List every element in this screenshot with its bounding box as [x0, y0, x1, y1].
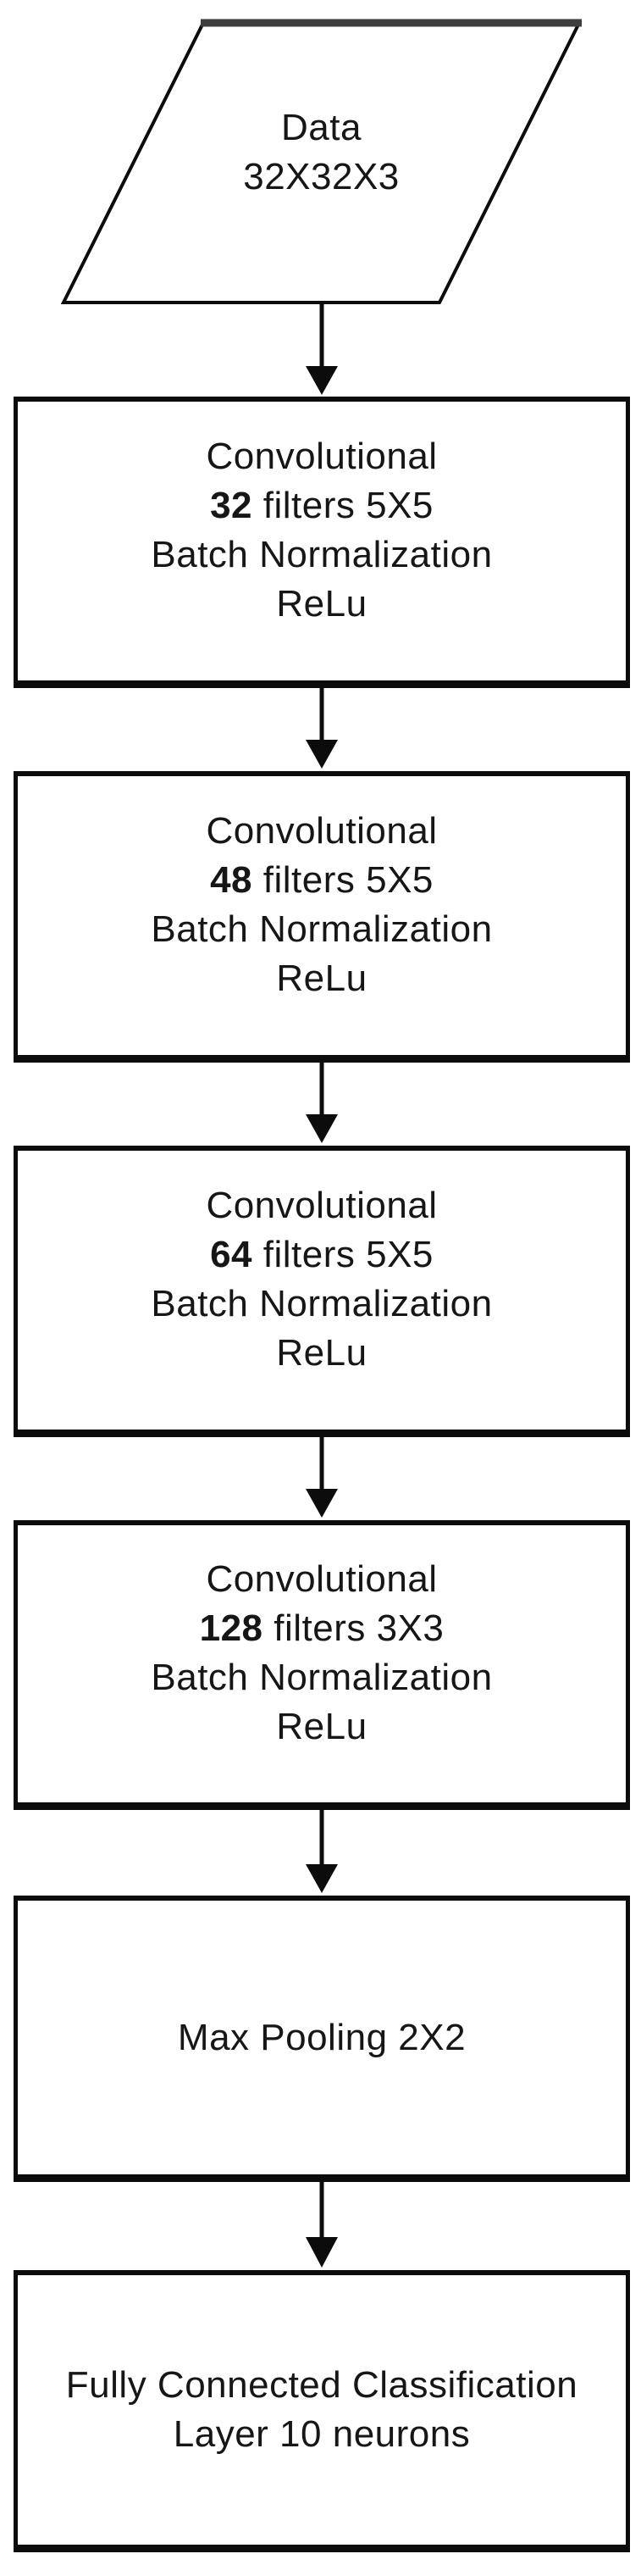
- flow-arrow-1: [306, 303, 338, 395]
- conv-layer-2-node: Convolutional 48 filters 5X5 Batch Norma…: [14, 771, 630, 1063]
- node-label-line: Convolutional: [206, 435, 438, 477]
- node-label-line: 32X32X3: [243, 156, 400, 197]
- node-label-line: Batch Normalization: [151, 1282, 493, 1324]
- node-label-line: Batch Normalization: [151, 908, 493, 950]
- node-label-line: Convolutional: [206, 1184, 438, 1226]
- node-label-line: Batch Normalization: [151, 1656, 493, 1698]
- flow-arrow-3: [306, 1061, 338, 1143]
- data-input-node: Data 32X32X3: [64, 23, 579, 303]
- node-label-line: 64 filters 5X5: [210, 1233, 434, 1275]
- node-label-line: Batch Normalization: [151, 533, 493, 575]
- node-label-line: ReLu: [276, 957, 367, 999]
- node-label-line: Convolutional: [206, 1557, 438, 1600]
- node-label-line: ReLu: [276, 1705, 367, 1747]
- flow-arrow-4: [306, 1435, 338, 1518]
- node-label-line: Convolutional: [206, 809, 438, 852]
- flow-arrow-2: [306, 686, 338, 769]
- node-label-line: ReLu: [276, 1331, 367, 1374]
- conv-layer-4-node: Convolutional 128 filters 3X3 Batch Norm…: [14, 1520, 630, 1810]
- flow-arrow-6: [306, 2180, 338, 2268]
- conv-layer-3-node: Convolutional 64 filters 5X5 Batch Norma…: [14, 1146, 630, 1437]
- flow-arrow-5: [306, 1808, 338, 1893]
- node-label-line: 48 filters 5X5: [210, 858, 434, 901]
- node-label-line: Data: [281, 107, 362, 148]
- node-label-line: 128 filters 3X3: [199, 1607, 445, 1649]
- max-pooling-node: Max Pooling 2X2: [14, 1896, 630, 2182]
- node-label-line: Max Pooling 2X2: [177, 2016, 467, 2058]
- node-label-line: Fully Connected Classification: [65, 2364, 578, 2406]
- conv-layer-1-node: Convolutional 32 filters 5X5 Batch Norma…: [14, 397, 630, 688]
- node-label-line: ReLu: [276, 582, 367, 625]
- node-label-line: Layer 10 neurons: [173, 2413, 471, 2455]
- node-label-line: 32 filters 5X5: [210, 484, 434, 526]
- fully-connected-node: Fully Connected Classification Layer 10 …: [14, 2270, 630, 2552]
- data-input-shape: [60, 19, 583, 304]
